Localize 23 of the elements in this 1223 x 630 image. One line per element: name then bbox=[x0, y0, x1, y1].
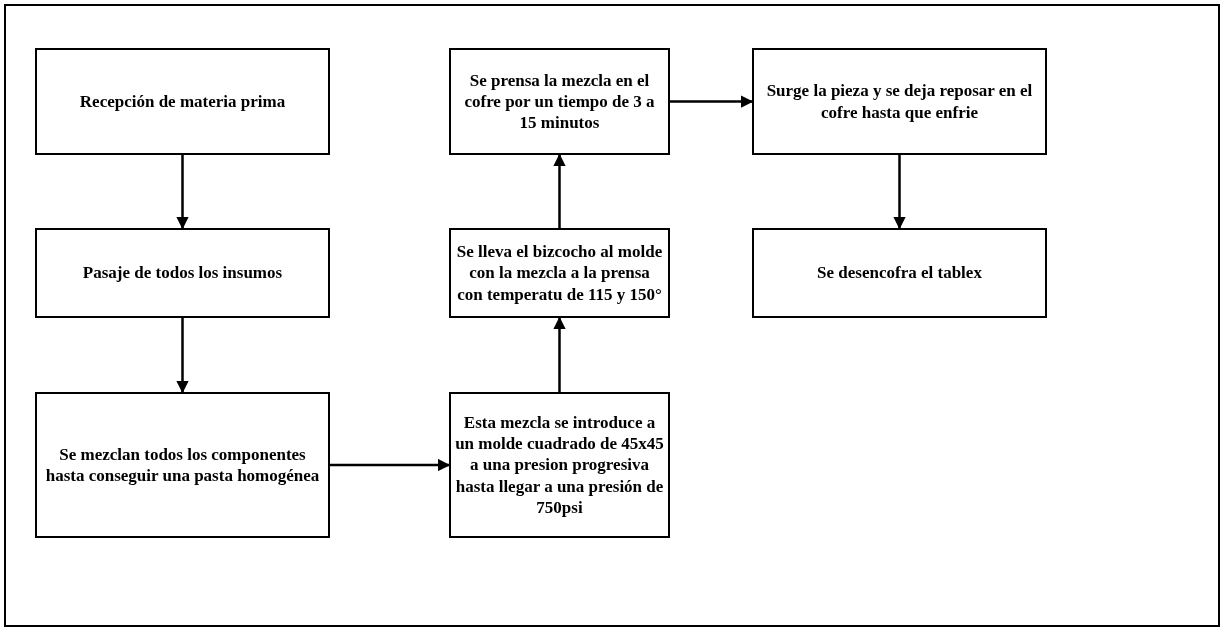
step-text: Recepción de materia prima bbox=[79, 90, 286, 113]
process-box bbox=[449, 392, 670, 538]
arrow bbox=[176, 155, 189, 230]
step-text: Surge la pieza y se deja reposar en el cofre hasta que enfrie bbox=[765, 80, 1034, 123]
process-box bbox=[449, 48, 670, 155]
process-box bbox=[752, 48, 1047, 155]
arrow bbox=[176, 318, 189, 394]
process-box bbox=[449, 228, 670, 318]
arrow bbox=[670, 95, 754, 108]
step-text: Se desencofra el tablex bbox=[817, 262, 982, 284]
arrow bbox=[553, 316, 566, 392]
arrow bbox=[330, 458, 451, 472]
step-text: Se prensa la mezcla en el cofre por un tiempo de 3 a 15 minutos bbox=[463, 69, 656, 134]
process-box bbox=[35, 228, 330, 318]
step-text: Se mezclan todos los componentes hasta conseguir una pasta homogénea bbox=[44, 443, 321, 487]
arrow bbox=[553, 153, 566, 228]
arrow bbox=[893, 155, 906, 230]
process-box bbox=[35, 392, 330, 538]
step-text: Esta mezcla se introduce a un molde cuadrado de 45x45 a una presion progresiva hasta llegar a una presión de 750psi bbox=[455, 411, 664, 519]
process-box bbox=[35, 48, 330, 155]
step-text: Se lleva el bizcocho al molde con la mezcla a la prensa con temperatu de 115 y 150° bbox=[455, 241, 664, 305]
step-text: Pasaje de todos los insumos bbox=[82, 262, 283, 284]
process-box bbox=[752, 228, 1047, 318]
